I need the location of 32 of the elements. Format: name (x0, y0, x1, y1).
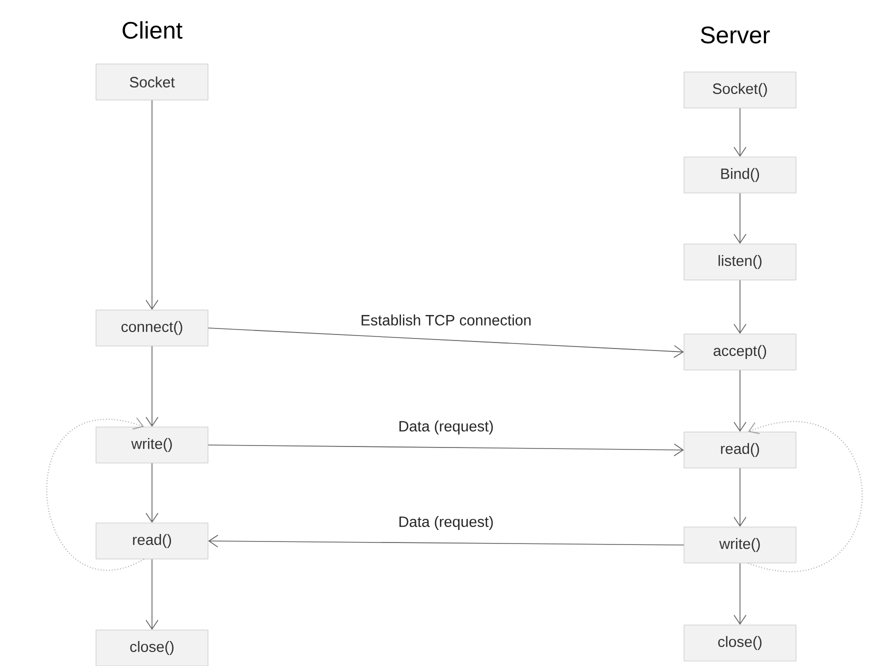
process-box: read() (684, 432, 796, 468)
arrow (734, 192, 746, 244)
edge-label: Data (request) (397, 420, 495, 436)
arrow (146, 558, 158, 630)
edge-label: Establish TCP connection (359, 314, 533, 326)
process-box: read() (96, 522, 208, 560)
loop-arrow (748, 422, 863, 572)
process-box: Bind() (684, 156, 796, 194)
loop-arrow (46, 417, 144, 570)
arrow (734, 280, 746, 334)
column-heading: Client (122, 21, 182, 39)
arrow (208, 444, 684, 456)
process-box: accept() (684, 334, 796, 370)
arrow (734, 468, 746, 527)
process-box: connect() (96, 310, 208, 346)
arrow (734, 370, 746, 432)
column-heading: Server (700, 26, 770, 44)
process-box: close() (96, 630, 208, 666)
edge-label: Data (request) (397, 515, 495, 531)
process-box: write() (96, 426, 208, 464)
arrow (146, 462, 158, 523)
process-box: close() (684, 624, 796, 662)
arrow (734, 562, 746, 625)
arrow (734, 108, 746, 157)
process-box: Socket (96, 64, 208, 100)
arrow (146, 346, 158, 427)
process-box: write() (684, 526, 796, 564)
process-box: Socket() (684, 72, 796, 108)
arrow (146, 100, 158, 310)
arrow (208, 328, 684, 358)
process-box: listen() (684, 244, 796, 280)
arrow (208, 534, 684, 548)
